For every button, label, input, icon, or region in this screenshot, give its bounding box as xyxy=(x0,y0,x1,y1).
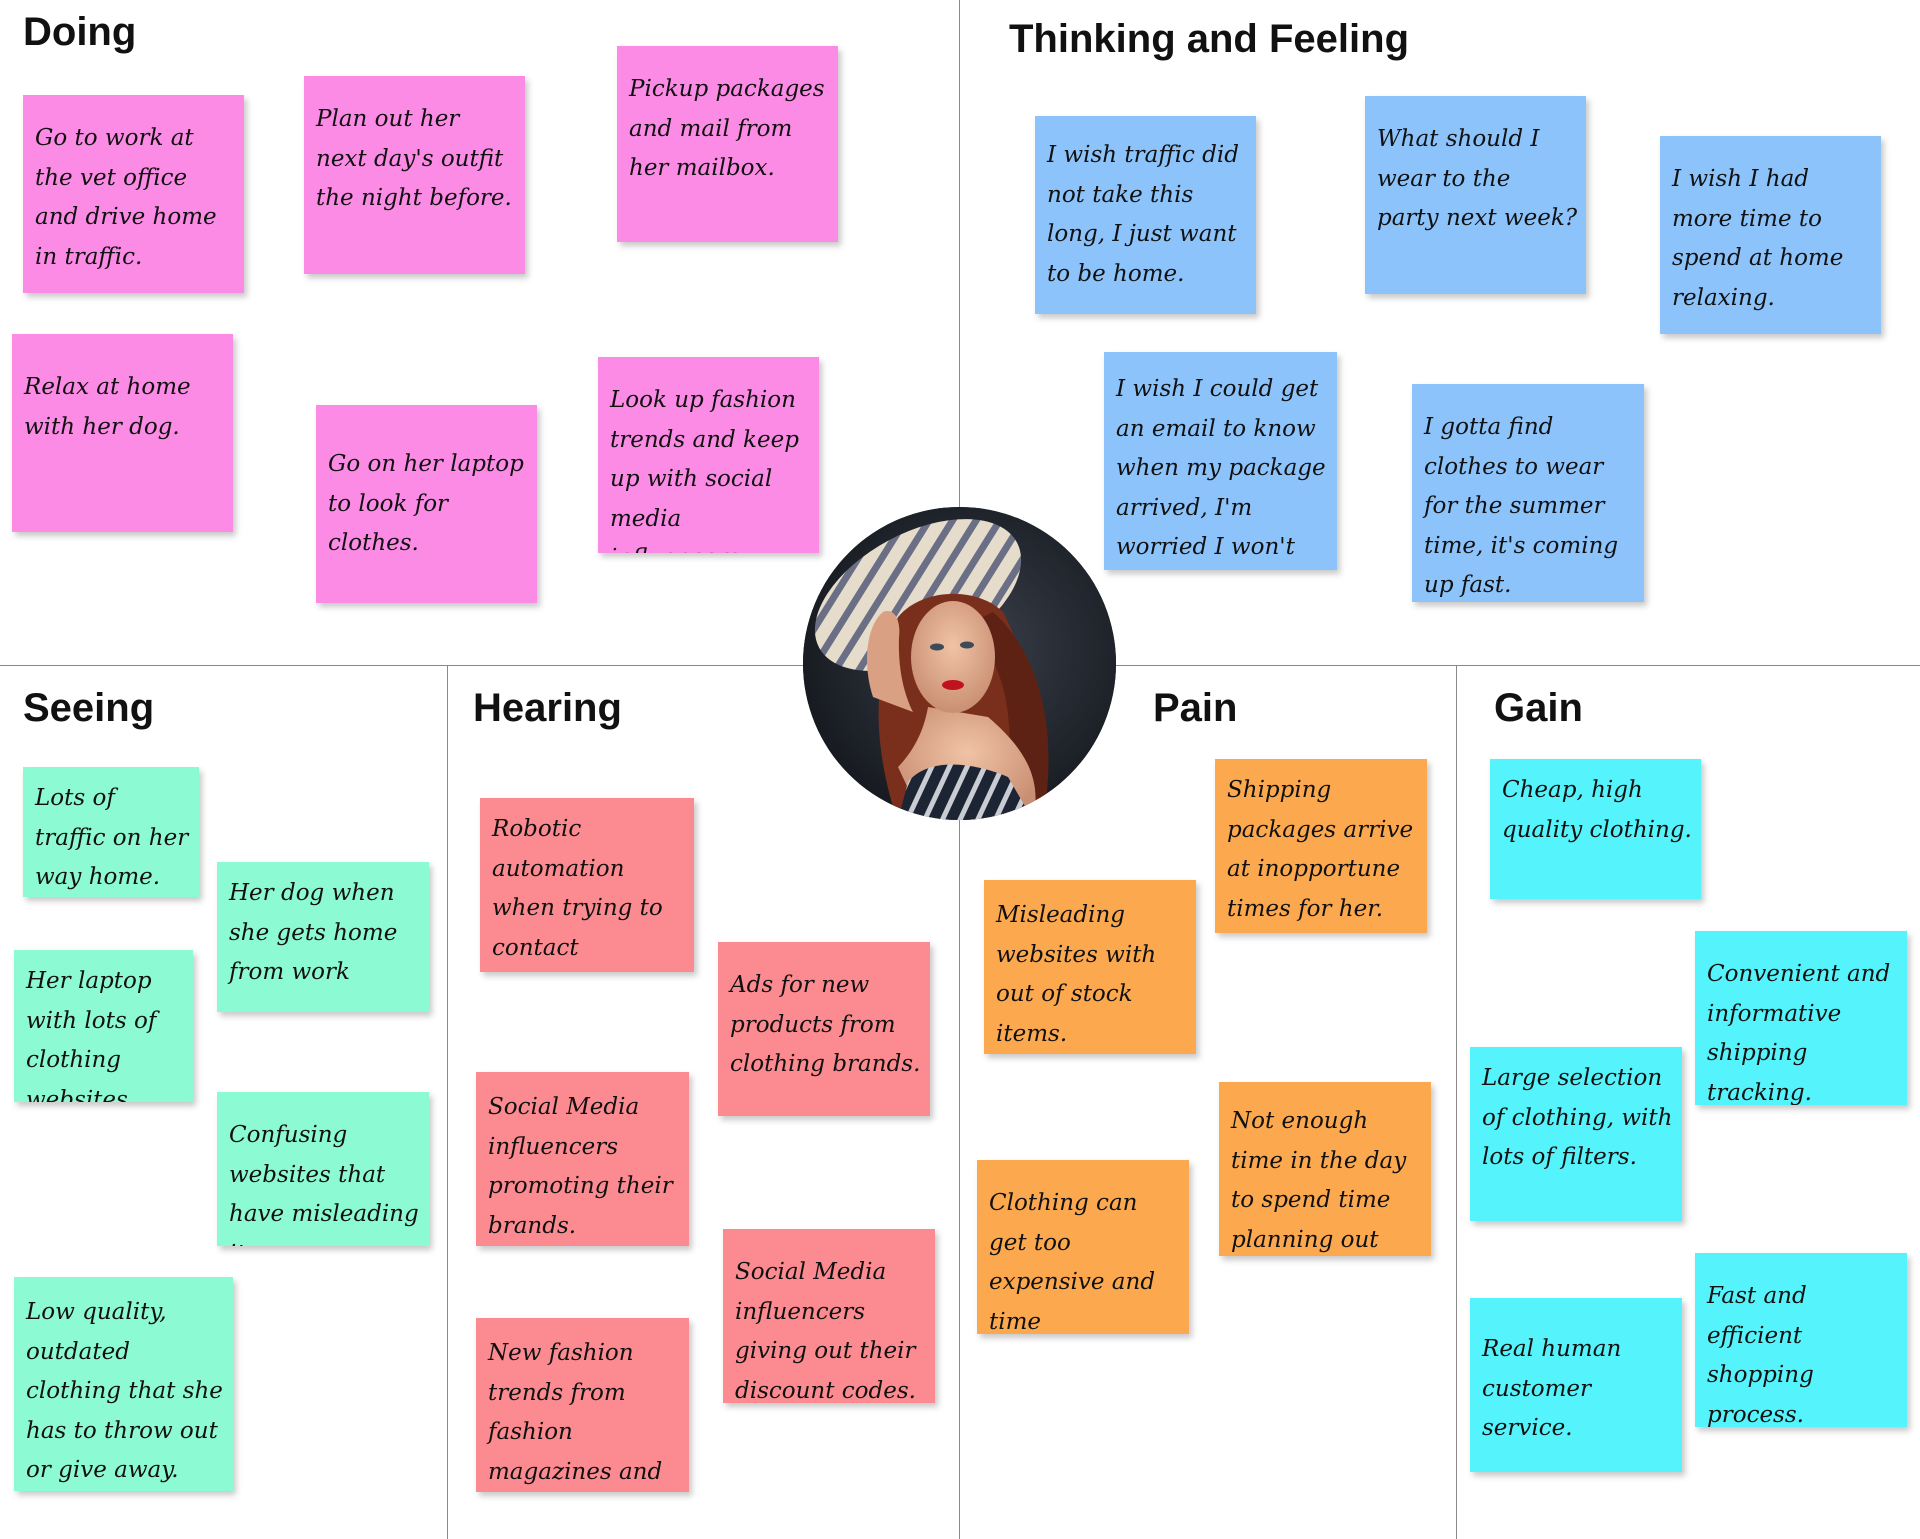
section-title-pain: Pain xyxy=(1153,686,1238,730)
sticky-note-gain[interactable]: Cheap, high quality clothing. xyxy=(1490,759,1701,899)
sticky-note-pain[interactable]: Clothing can get too expensive and time … xyxy=(977,1160,1189,1334)
sticky-note-doing[interactable]: Go on her laptop to look for clothes. xyxy=(316,405,537,603)
sticky-note-doing[interactable]: Pickup packages and mail from her mailbo… xyxy=(617,46,838,242)
sticky-note-doing[interactable]: Relax at home with her dog. xyxy=(12,334,233,532)
divider-seeing-hearing xyxy=(447,665,448,1539)
section-title-thinking-feeling: Thinking and Feeling xyxy=(1009,17,1409,61)
sticky-note-hearing[interactable]: Robotic automation when trying to contac… xyxy=(480,798,694,972)
persona-illustration xyxy=(803,507,1116,820)
sticky-note-hearing[interactable]: New fashion trends from fashion magazine… xyxy=(476,1318,689,1492)
sticky-note-gain[interactable]: Large selection of clothing, with lots o… xyxy=(1470,1047,1682,1221)
sticky-note-doing[interactable]: Go to work at the vet office and drive h… xyxy=(23,95,244,293)
sticky-note-hearing[interactable]: Social Media influencers promoting their… xyxy=(476,1072,689,1246)
sticky-note-thinking-feeling[interactable]: What should I wear to the party next wee… xyxy=(1365,96,1586,294)
sticky-note-seeing[interactable]: Low quality, outdated clothing that she … xyxy=(14,1277,233,1491)
section-title-hearing: Hearing xyxy=(473,686,622,730)
sticky-note-seeing[interactable]: Confusing websites that have misleading … xyxy=(217,1092,429,1246)
sticky-note-thinking-feeling[interactable]: I wish I could get an email to know when… xyxy=(1104,352,1337,570)
sticky-note-thinking-feeling[interactable]: I wish traffic did not take this long, I… xyxy=(1035,116,1256,314)
divider-pain-gain xyxy=(1456,665,1457,1539)
sticky-note-thinking-feeling[interactable]: I wish I had more time to spend at home … xyxy=(1660,136,1881,334)
section-title-doing: Doing xyxy=(23,10,137,54)
sticky-note-pain[interactable]: Misleading websites with out of stock it… xyxy=(984,880,1196,1054)
sticky-note-doing[interactable]: Look up fashion trends and keep up with … xyxy=(598,357,819,553)
sticky-note-thinking-feeling[interactable]: I gotta find clothes to wear for the sum… xyxy=(1412,384,1644,602)
sticky-note-hearing[interactable]: Ads for new products from clothing brand… xyxy=(718,942,930,1116)
sticky-note-gain[interactable]: Fast and efficient shopping process. xyxy=(1695,1253,1907,1427)
sticky-note-seeing[interactable]: Her laptop with lots of clothing website… xyxy=(14,950,193,1102)
divider-hearing-pain xyxy=(959,665,960,1539)
persona-photo xyxy=(803,507,1116,820)
sticky-note-gain[interactable]: Real human customer service. xyxy=(1470,1298,1682,1472)
section-title-gain: Gain xyxy=(1494,686,1583,730)
sticky-note-pain[interactable]: Shipping packages arrive at inopportune … xyxy=(1215,759,1427,933)
sticky-note-doing[interactable]: Plan out her next day's outfit the night… xyxy=(304,76,525,274)
section-title-seeing: Seeing xyxy=(23,686,155,730)
sticky-note-seeing[interactable]: Her dog when she gets home from work xyxy=(217,862,429,1012)
sticky-note-gain[interactable]: Convenient and informative shipping trac… xyxy=(1695,931,1907,1105)
divider-top-center xyxy=(959,0,960,665)
sticky-note-hearing[interactable]: Social Media influencers giving out thei… xyxy=(723,1229,935,1403)
sticky-note-pain[interactable]: Not enough time in the day to spend time… xyxy=(1219,1082,1431,1256)
sticky-note-seeing[interactable]: Lots of traffic on her way home. xyxy=(23,767,199,897)
